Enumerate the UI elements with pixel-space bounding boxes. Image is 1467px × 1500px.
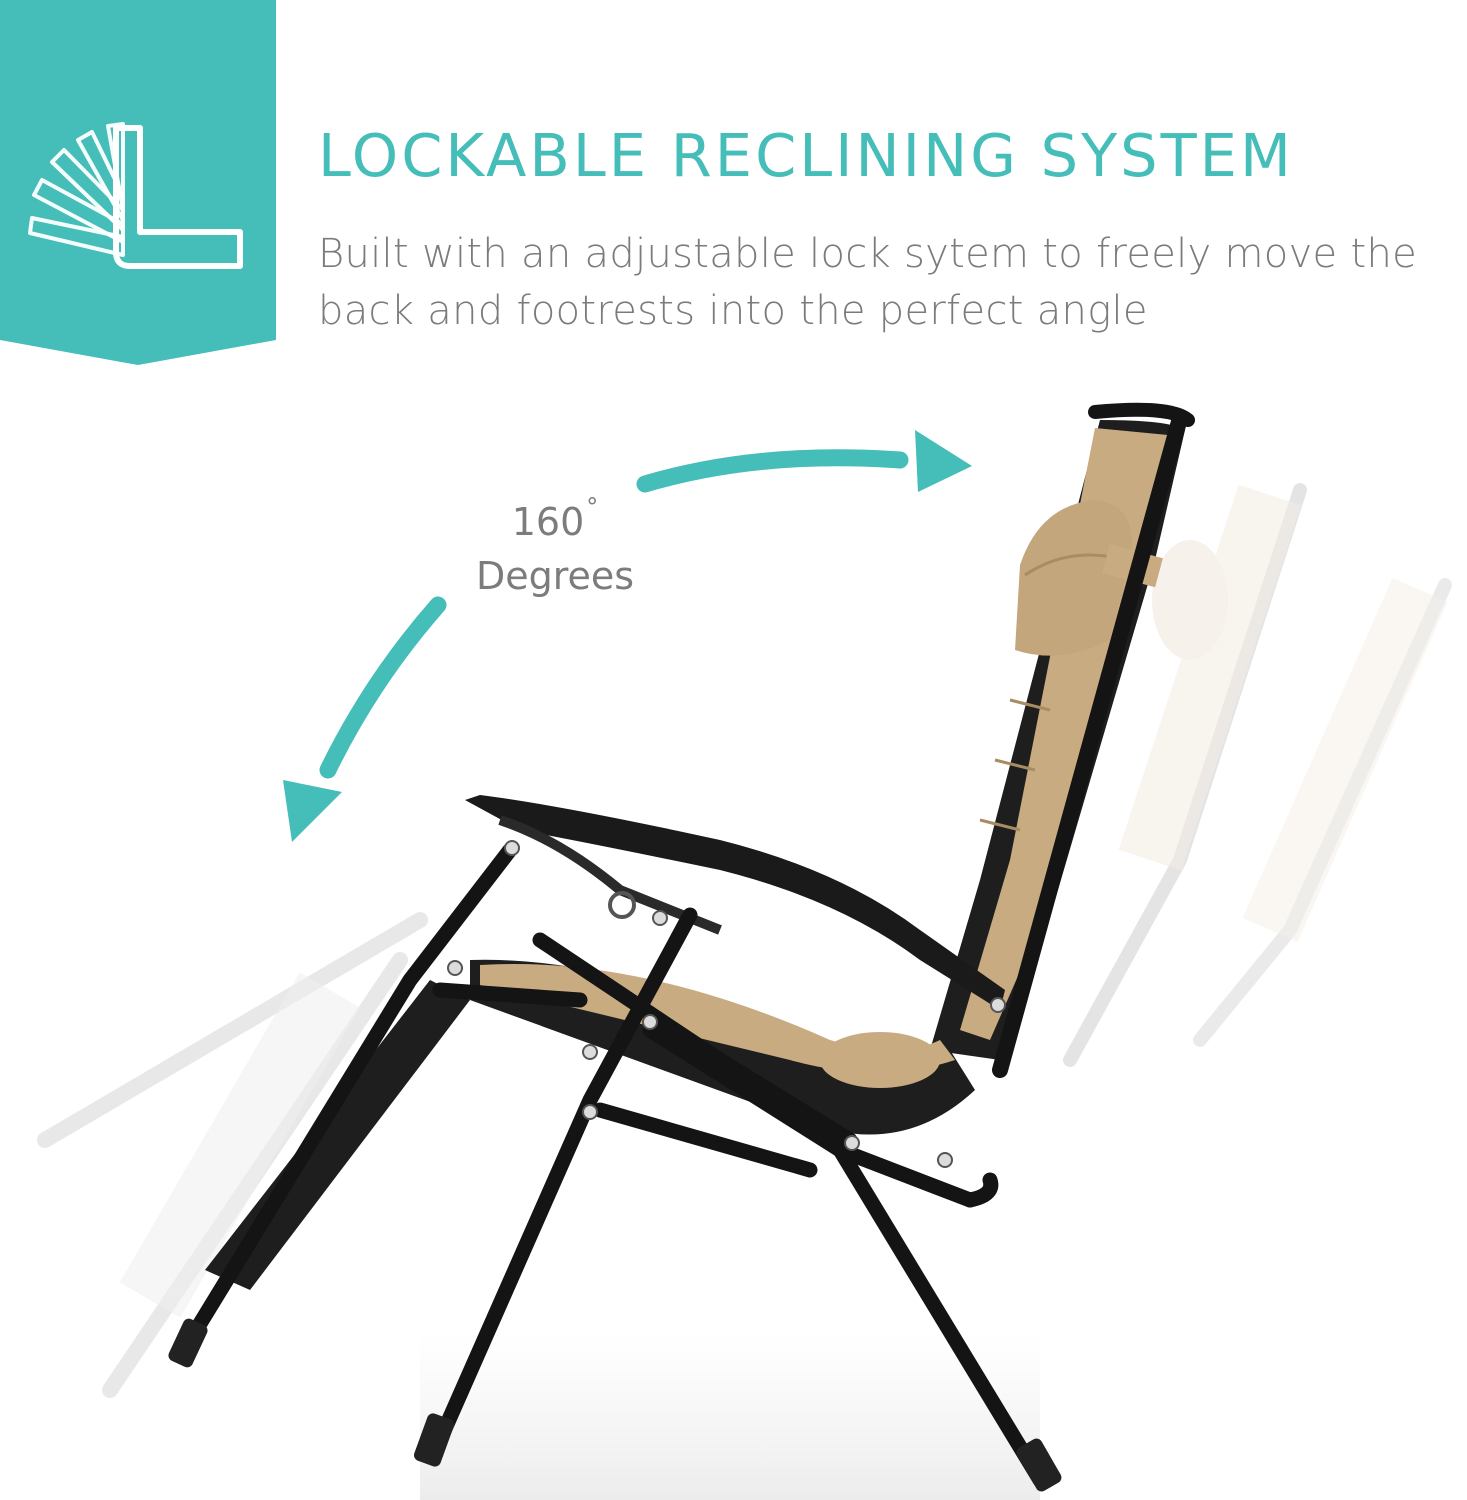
recline-arrow-top-icon [636, 430, 972, 493]
feature-title: LOCKABLE RECLINING SYSTEM [318, 121, 1294, 190]
feature-description: Built with an adjustable lock sytem to f… [318, 231, 1418, 334]
recline-fan-icon [28, 122, 243, 269]
recline-arrow-bottom-icon [283, 596, 447, 842]
recline-angle-label: 160° Degrees [440, 480, 670, 603]
angle-value: 160 [511, 500, 585, 544]
ghost-chair-positions [37, 483, 1452, 1398]
chair-main [168, 402, 1195, 1492]
degree-symbol: ° [586, 493, 599, 521]
feature-banner [0, 0, 276, 365]
angle-unit: Degrees [475, 554, 635, 598]
